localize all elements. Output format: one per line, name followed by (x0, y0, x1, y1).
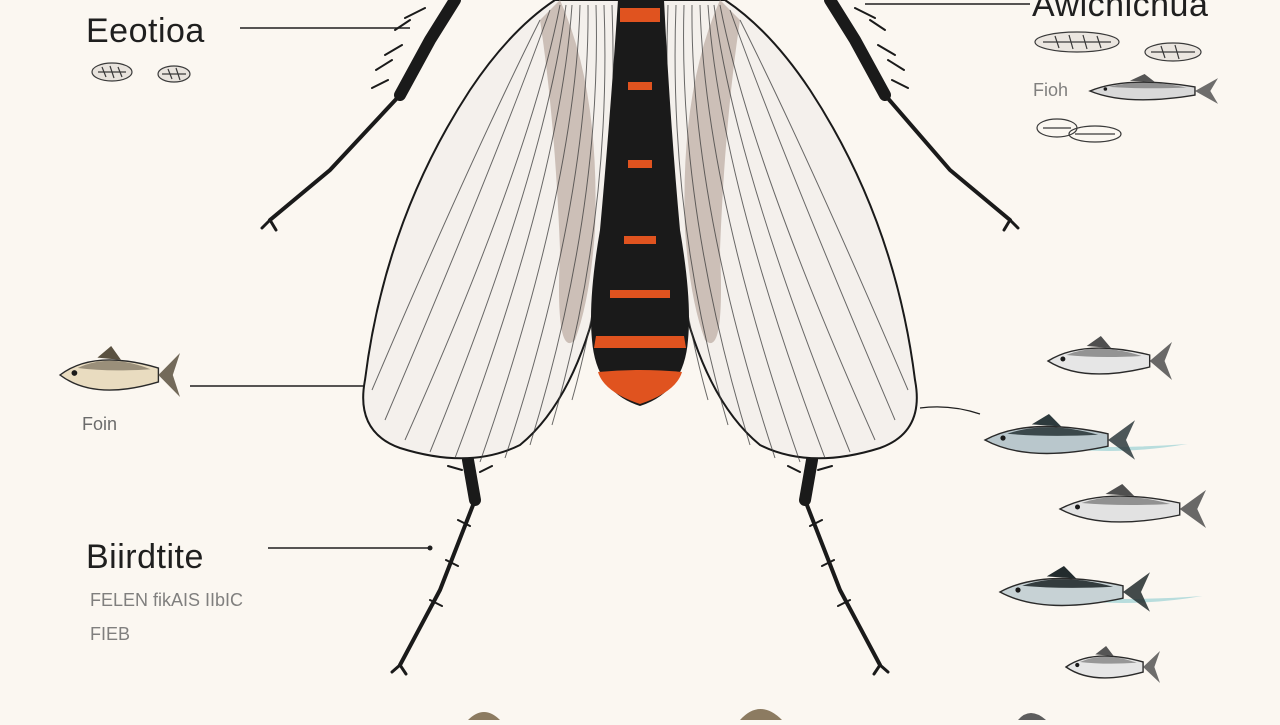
leader-dot-bottom-left (427, 545, 433, 551)
fish-eye (1103, 87, 1108, 91)
specimen-icon-2 (157, 65, 191, 83)
fish-eye (1075, 504, 1081, 510)
fish-back-shading (1081, 496, 1171, 506)
specimen-icon-5 (1036, 118, 1122, 143)
label-top-right-sub: Fioh (1033, 80, 1069, 100)
fish-dorsal-fin (1105, 484, 1135, 496)
fish-back-shading (1007, 427, 1099, 436)
fly-leg-upper-right (824, 0, 1020, 232)
fish-dorsal-fin (1129, 74, 1156, 83)
fish-icon (1046, 336, 1172, 380)
fly-leg-lower-left (390, 454, 493, 676)
fly-illustration (260, 0, 1020, 676)
fish-layer (58, 74, 1218, 683)
fish-icon (1064, 646, 1160, 683)
fish-back-shading (1108, 82, 1187, 89)
fish-eye (1075, 662, 1080, 668)
label-bottom-left-sub2: FIEB (90, 624, 131, 644)
bottom-shape-left (468, 712, 500, 720)
fish-tail (158, 352, 180, 398)
fish-dorsal-fin (1046, 566, 1077, 579)
fish-tail (1149, 342, 1172, 380)
fish-icon (1058, 484, 1206, 528)
fish-back-shading (1079, 656, 1137, 664)
fly-abdomen (591, 0, 689, 406)
fish-tail (1179, 490, 1206, 528)
fly-wing-left (362, 0, 628, 463)
fish-back-shading (1066, 348, 1142, 358)
fish-dorsal-fin (1031, 414, 1062, 427)
label-bottom-left: Biirdtite (86, 538, 204, 576)
fish-back-shading (1022, 579, 1114, 588)
label-bottom-left-sub1: FELEN fikAIS IIbIC (90, 590, 244, 610)
fish-dorsal-fin (97, 346, 122, 360)
fish-tail (1143, 651, 1160, 683)
fish-icon (58, 346, 180, 398)
bottom-shape-center (740, 709, 782, 720)
fish-eye (1000, 435, 1006, 441)
label-left-fish-caption: Foin (82, 414, 118, 434)
specimen-icon-1 (91, 62, 133, 82)
fish-icon (983, 414, 1188, 460)
fly-leg-upper-left (260, 0, 461, 232)
fish-back-shading (77, 360, 151, 371)
bottom-shape-right (1018, 713, 1046, 720)
fish-icon (998, 566, 1203, 612)
fish-eye (1060, 356, 1066, 362)
fish-tail (1108, 420, 1135, 460)
fly-leg-lower-right (787, 454, 890, 676)
fly-wing-right (652, 0, 918, 463)
fish-dorsal-fin (1086, 336, 1112, 348)
label-top-right: Awichichua (1032, 0, 1209, 24)
specimen-icon-4 (1144, 42, 1202, 62)
fish-tail (1194, 78, 1218, 104)
label-top-left: Eeotioa (86, 12, 205, 50)
leader-line-right (919, 406, 981, 415)
fish-eye (71, 370, 78, 376)
fish-eye (1015, 587, 1021, 593)
specimen-icon-3 (1034, 31, 1120, 53)
fish-icon (1088, 74, 1218, 104)
fish-dorsal-fin (1095, 646, 1114, 657)
fish-tail (1123, 572, 1150, 612)
